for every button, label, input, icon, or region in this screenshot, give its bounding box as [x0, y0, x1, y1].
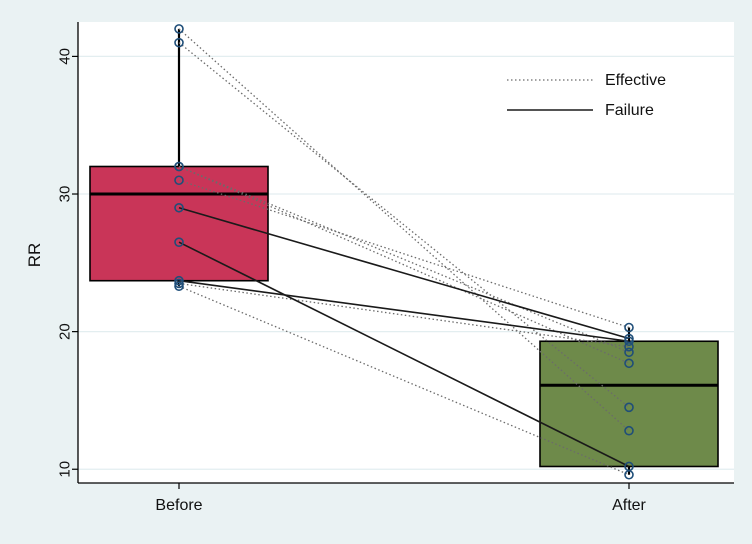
- point-before: [174, 161, 184, 172]
- point-after: [624, 347, 634, 358]
- y-tick-label: 20: [56, 323, 73, 340]
- effective-line: [178, 285, 630, 476]
- effective-line: [178, 165, 630, 353]
- point-before: [174, 237, 184, 247]
- y-axis-label: RR: [25, 243, 44, 268]
- point-after: [624, 358, 634, 369]
- point-before: [174, 175, 184, 186]
- legend-label-effective: Effective: [605, 72, 666, 89]
- axes: [77, 22, 734, 484]
- y-ticks: 10 20 30 40: [56, 48, 78, 478]
- x-ticks: Before After: [155, 483, 647, 514]
- point-after: [624, 336, 634, 347]
- failure-line: [178, 207, 630, 340]
- box-before: [89, 165, 269, 282]
- legend-label-failure: Failure: [605, 102, 654, 119]
- point-after: [624, 322, 634, 333]
- effective-line: [178, 28, 630, 432]
- effective-line: [178, 42, 630, 408]
- point-before: [174, 275, 184, 286]
- x-tick-label: After: [612, 497, 646, 514]
- point-after: [624, 402, 634, 413]
- point-before: [174, 37, 184, 48]
- point-after: [624, 333, 634, 344]
- failure-line: [178, 279, 630, 343]
- data-points: [174, 24, 634, 480]
- point-before: [174, 281, 184, 292]
- y-tick-label: 30: [56, 186, 73, 203]
- point-after: [624, 425, 634, 436]
- point-before: [174, 24, 184, 34]
- effective-line: [178, 179, 630, 329]
- paired-lines: [178, 28, 630, 476]
- failure-line: [178, 241, 630, 468]
- point-before: [174, 278, 184, 289]
- x-tick-label: Before: [155, 497, 202, 514]
- point-after: [624, 461, 634, 472]
- y-tick-label: 10: [56, 461, 73, 478]
- y-tick-label: 40: [56, 48, 73, 65]
- boxes: [89, 28, 719, 475]
- point-before: [174, 202, 184, 213]
